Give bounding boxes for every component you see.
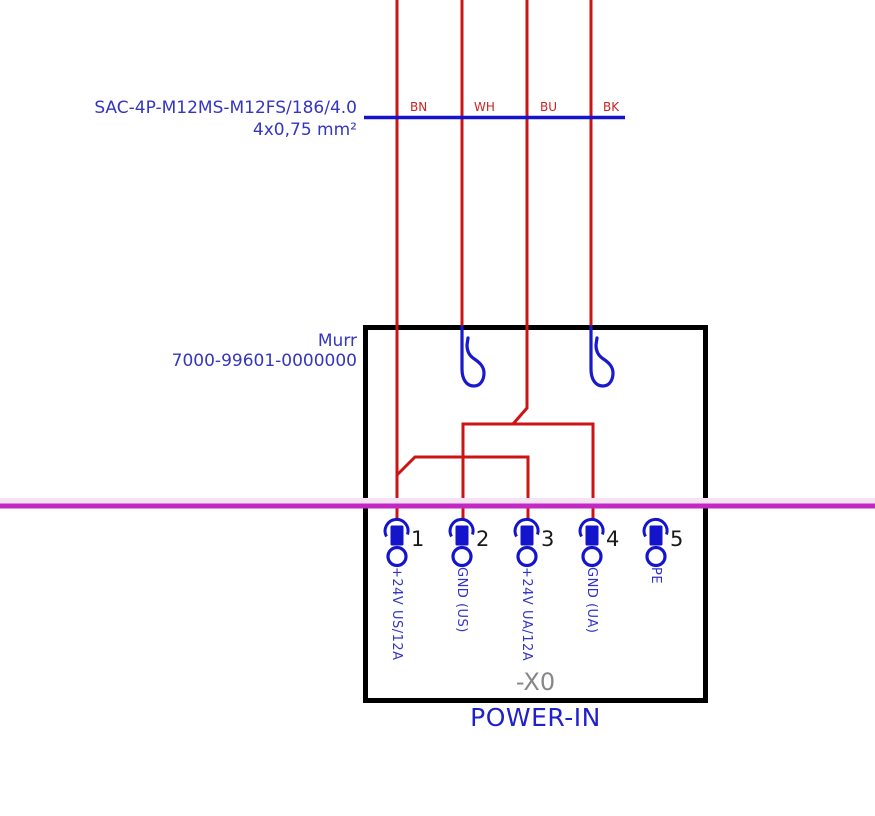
terminal-arc-icon — [578, 517, 605, 538]
terminal-arc-icon — [448, 517, 475, 538]
terminal-arc-icon — [383, 517, 410, 538]
core-label-wh: WH — [474, 100, 495, 114]
terminal-3-function-label: +24V UA/12A — [519, 567, 534, 662]
terminal-socket-icon — [451, 545, 473, 568]
terminal-5-function-label: PE — [648, 567, 663, 585]
terminal-contact-icon — [585, 525, 599, 546]
coiled-wire-wh-icon[interactable] — [460, 325, 486, 388]
core-label-bu: BU — [540, 100, 558, 114]
part-number-label: 7000-99601-0000000 — [171, 351, 357, 371]
terminal-socket-icon — [516, 545, 538, 568]
wire-branch-gnd-ua[interactable] — [461, 422, 595, 520]
wire-branch-24v-ua[interactable] — [395, 455, 530, 520]
terminal-5-symbol[interactable] — [642, 517, 669, 568]
page-marker-highlight — [0, 498, 875, 504]
terminal-3-symbol[interactable] — [513, 517, 540, 568]
ref-designator-label: -X0 — [515, 668, 556, 696]
page-marker-line[interactable] — [0, 503, 875, 509]
wire-bu-gnd[interactable] — [511, 0, 529, 425]
terminal-2-function-label: GND (US) — [454, 567, 469, 633]
terminal-contact-icon — [390, 525, 404, 546]
terminal-contact-icon — [520, 525, 534, 546]
terminal-contact-icon — [455, 525, 469, 546]
terminal-1-number: 1 — [411, 527, 425, 551]
core-label-bn: BN — [410, 100, 428, 114]
coiled-wire-bk-icon[interactable] — [589, 325, 615, 388]
terminal-1-symbol[interactable] — [383, 517, 410, 568]
terminal-arc-icon — [513, 517, 540, 538]
terminal-5-number: 5 — [670, 527, 684, 551]
terminal-4-symbol[interactable] — [578, 517, 605, 568]
cable-cross-section-label: 4x0,75 mm² — [252, 120, 357, 140]
terminal-socket-icon — [386, 545, 408, 568]
manufacturer-label: Murr — [317, 331, 357, 351]
terminal-3-number: 3 — [541, 527, 555, 551]
terminal-4-function-label: GND (UA) — [584, 567, 599, 634]
terminal-socket-icon — [645, 545, 667, 568]
device-function-title: POWER-IN — [470, 703, 601, 732]
terminal-1-function-label: +24V US/12A — [389, 567, 404, 661]
device-outline-box[interactable] — [363, 325, 708, 703]
terminal-arc-icon — [642, 517, 669, 538]
terminal-4-number: 4 — [606, 527, 620, 551]
terminal-socket-icon — [581, 545, 603, 568]
cable-type-label: SAC-4P-M12MS-M12FS/186/4.0 — [94, 98, 357, 118]
terminal-contact-icon — [649, 525, 663, 546]
core-label-bk: BK — [603, 100, 620, 114]
terminal-2-symbol[interactable] — [448, 517, 475, 568]
terminal-2-number: 2 — [476, 527, 490, 551]
